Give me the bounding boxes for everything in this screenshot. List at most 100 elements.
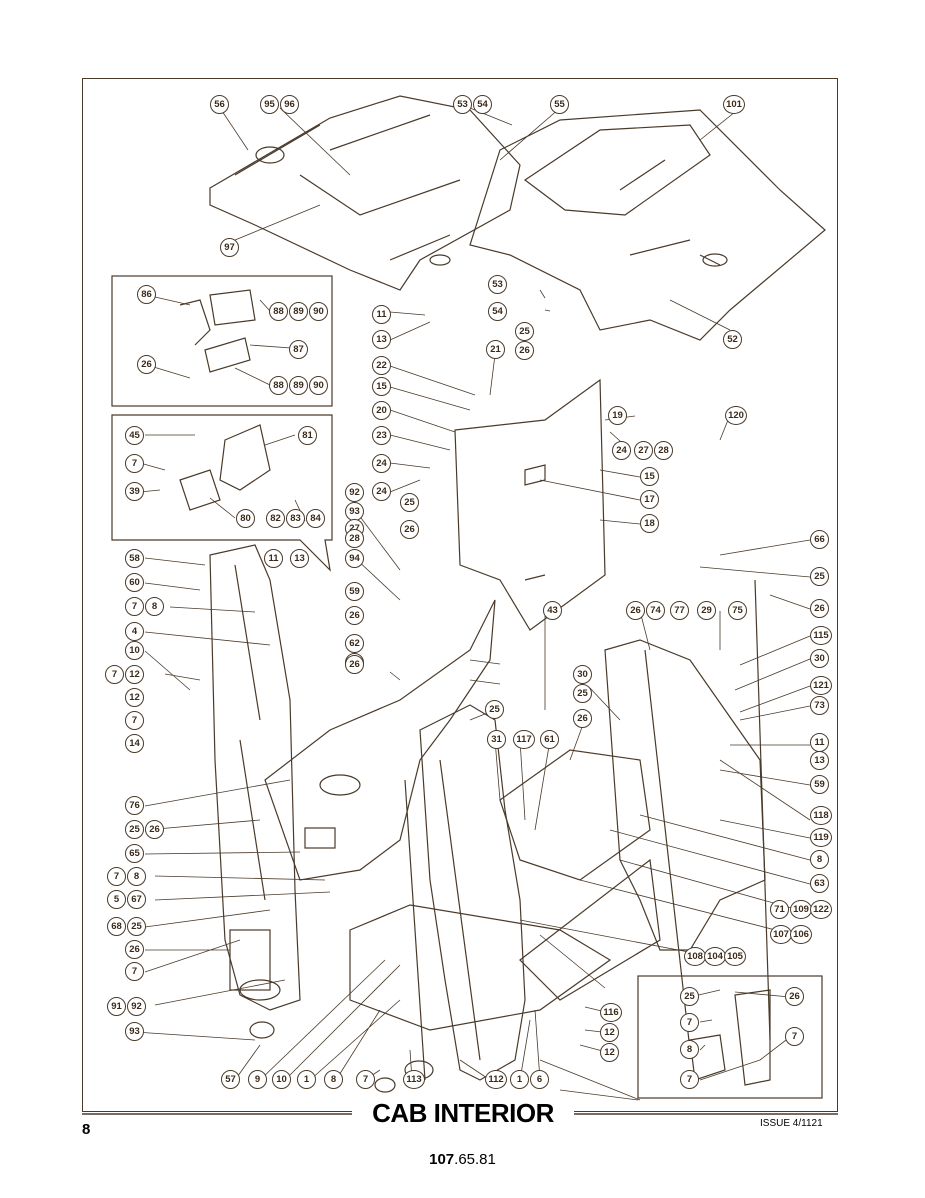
callout-91: 91: [107, 997, 126, 1016]
callout-13: 13: [810, 751, 829, 770]
callout-58: 58: [125, 549, 144, 568]
callout-76: 76: [125, 796, 144, 815]
callout-26: 26: [785, 987, 804, 1006]
callout-106: 106: [790, 925, 812, 944]
callout-21: 21: [486, 340, 505, 359]
callout-15: 15: [640, 467, 659, 486]
callout-12: 12: [600, 1023, 619, 1042]
callout-54: 54: [473, 95, 492, 114]
part-number-bold: 107: [429, 1151, 455, 1168]
callout-60: 60: [125, 573, 144, 592]
callout-73: 73: [810, 696, 829, 715]
callout-116: 116: [600, 1003, 622, 1022]
callout-108: 108: [684, 947, 706, 966]
callout-88: 88: [269, 302, 288, 321]
callout-96: 96: [280, 95, 299, 114]
callout-28: 28: [654, 441, 673, 460]
callout-53: 53: [453, 95, 472, 114]
callout-13: 13: [372, 330, 391, 349]
callout-63: 63: [810, 874, 829, 893]
callout-1: 1: [297, 1070, 316, 1089]
callout-113: 113: [403, 1070, 425, 1089]
callout-84: 84: [306, 509, 325, 528]
callout-65: 65: [125, 844, 144, 863]
callout-26: 26: [626, 601, 645, 620]
callout-7: 7: [356, 1070, 375, 1089]
callout-8: 8: [810, 850, 829, 869]
callout-15: 15: [372, 377, 391, 396]
callout-30: 30: [810, 649, 829, 668]
callout-25: 25: [680, 987, 699, 1006]
central-column: [419, 704, 526, 1081]
page-number: 8: [82, 1121, 91, 1138]
callout-67: 67: [127, 890, 146, 909]
callout-24: 24: [612, 441, 631, 460]
callout-26: 26: [345, 655, 364, 674]
callout-22: 22: [372, 356, 391, 375]
seat-base: [499, 749, 651, 881]
callout-53: 53: [488, 275, 507, 294]
callout-26: 26: [400, 520, 419, 539]
callout-90: 90: [309, 376, 328, 395]
callout-93: 93: [345, 502, 364, 521]
callout-97: 97: [220, 238, 239, 257]
callout-4: 4: [125, 622, 144, 641]
callout-25: 25: [400, 493, 419, 512]
callout-118: 118: [810, 806, 832, 825]
callout-62: 62: [345, 634, 364, 653]
callout-77: 77: [670, 601, 689, 620]
callout-7: 7: [125, 597, 144, 616]
callout-45: 45: [125, 426, 144, 445]
callout-101: 101: [723, 95, 745, 114]
callout-66: 66: [810, 530, 829, 549]
inset-box-hinge: [637, 975, 823, 1099]
callout-30: 30: [573, 665, 592, 684]
callout-26: 26: [573, 709, 592, 728]
callout-89: 89: [289, 302, 308, 321]
callout-25: 25: [573, 684, 592, 703]
callout-25: 25: [515, 322, 534, 341]
callout-109: 109: [790, 900, 812, 919]
callout-122: 122: [810, 900, 832, 919]
callout-52: 52: [723, 330, 742, 349]
callout-13: 13: [290, 549, 309, 568]
callout-43: 43: [543, 601, 562, 620]
roof-liner-right: [469, 109, 826, 341]
callout-24: 24: [372, 454, 391, 473]
callout-25: 25: [485, 700, 504, 719]
callout-81: 81: [298, 426, 317, 445]
callout-11: 11: [810, 733, 829, 752]
callout-1: 1: [510, 1070, 529, 1089]
callout-23: 23: [372, 426, 391, 445]
callout-74: 74: [646, 601, 665, 620]
callout-26: 26: [145, 820, 164, 839]
callout-26: 26: [125, 940, 144, 959]
callout-31: 31: [487, 730, 506, 749]
callout-9: 9: [248, 1070, 267, 1089]
callout-7: 7: [125, 711, 144, 730]
callout-56: 56: [210, 95, 229, 114]
callout-11: 11: [372, 305, 391, 324]
pillar-trim: [454, 378, 606, 631]
callout-120: 120: [725, 406, 747, 425]
callout-6: 6: [530, 1070, 549, 1089]
callout-54: 54: [488, 302, 507, 321]
callout-25: 25: [127, 917, 146, 936]
callout-26: 26: [137, 355, 156, 374]
callout-71: 71: [770, 900, 789, 919]
callout-121: 121: [810, 676, 832, 695]
callout-12: 12: [125, 665, 144, 684]
callout-68: 68: [107, 917, 126, 936]
callout-10: 10: [272, 1070, 291, 1089]
callout-83: 83: [286, 509, 305, 528]
callout-112: 112: [485, 1070, 507, 1089]
callout-8: 8: [145, 597, 164, 616]
callout-12: 12: [600, 1043, 619, 1062]
callout-75: 75: [728, 601, 747, 620]
callout-39: 39: [125, 482, 144, 501]
callout-17: 17: [640, 490, 659, 509]
callout-10: 10: [125, 641, 144, 660]
callout-14: 14: [125, 734, 144, 753]
callout-29: 29: [697, 601, 716, 620]
door-post-left: [209, 544, 301, 1011]
